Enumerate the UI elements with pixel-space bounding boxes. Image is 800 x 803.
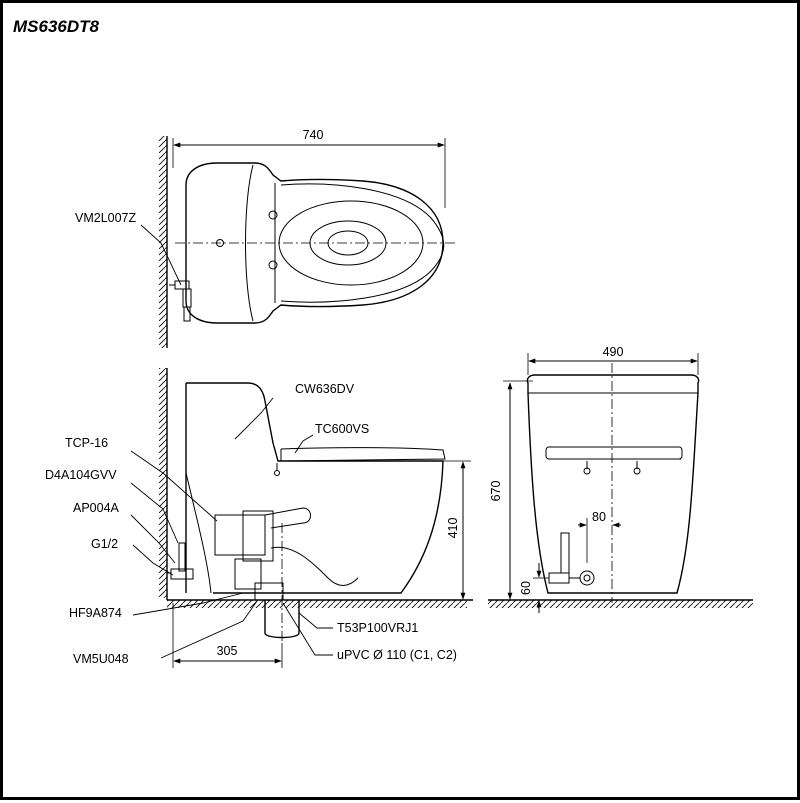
wall-hatch-top [159, 136, 167, 348]
label-upvc: uPVC Ø 110 (C1, C2) [337, 648, 457, 662]
floor-hatch-front [488, 600, 753, 608]
valve-top-part [183, 306, 191, 322]
tank-outline-side [186, 382, 274, 444]
seat-outline-top [280, 183, 445, 303]
dim-740-label: 740 [303, 128, 324, 142]
leader-hf9a874 [132, 592, 244, 616]
label-t53p100vrj1: T53P100VRJ1 [337, 621, 418, 635]
label-vm5u048: VM5U048 [73, 652, 129, 666]
leader-ap004a [130, 514, 176, 564]
front-view [488, 353, 753, 613]
bowl-outline-side [213, 442, 444, 594]
floor-flange [254, 582, 284, 601]
leader-t53p100vrj1 [298, 612, 333, 629]
leader-vm2l007z [140, 224, 182, 286]
label-tcp16: TCP-16 [65, 436, 108, 450]
label-d4a104gvv: D4A104GVV [45, 468, 117, 482]
leader-cw636dv [234, 397, 274, 440]
side-view [130, 224, 473, 668]
seat-outline-side [280, 447, 446, 462]
dim-60-label: 60 [519, 581, 533, 595]
dim-305-label: 305 [217, 644, 238, 658]
seat-front [545, 446, 683, 460]
leader-g12 [132, 544, 174, 576]
leader-tc600vs [294, 434, 314, 454]
inlet-valve-body [214, 514, 266, 556]
toilet-outline-top [185, 162, 444, 324]
label-cw636dv: CW636DV [295, 382, 355, 396]
toilet-outline-front [526, 374, 700, 594]
label-hf9a874: HF9A874 [69, 606, 122, 620]
leader-d4a104gvv [130, 482, 179, 544]
dim-670-label: 670 [489, 481, 503, 502]
leader-upvc [282, 602, 333, 656]
wall-hatch-side [159, 368, 167, 598]
label-g12: G1/2 [91, 537, 118, 551]
model-title: MS636DT8 [13, 17, 99, 36]
technical-drawing: 740 490 670 410 305 80 60 VM2L007Z CW636… [45, 128, 753, 668]
dim-490-label: 490 [603, 345, 624, 359]
leader-tcp16 [130, 450, 218, 522]
label-tc600vs: TC600VS [315, 422, 369, 436]
dim-410-label: 410 [446, 518, 460, 539]
dim-80-label: 80 [592, 510, 606, 524]
floor-hatch-side [167, 600, 467, 608]
label-ap004a: AP004A [73, 501, 120, 515]
top-view [159, 136, 458, 348]
leader-vm5u048 [160, 600, 258, 659]
label-vm2l007z: VM2L007Z [75, 211, 137, 225]
supply-valve-front [579, 570, 595, 586]
